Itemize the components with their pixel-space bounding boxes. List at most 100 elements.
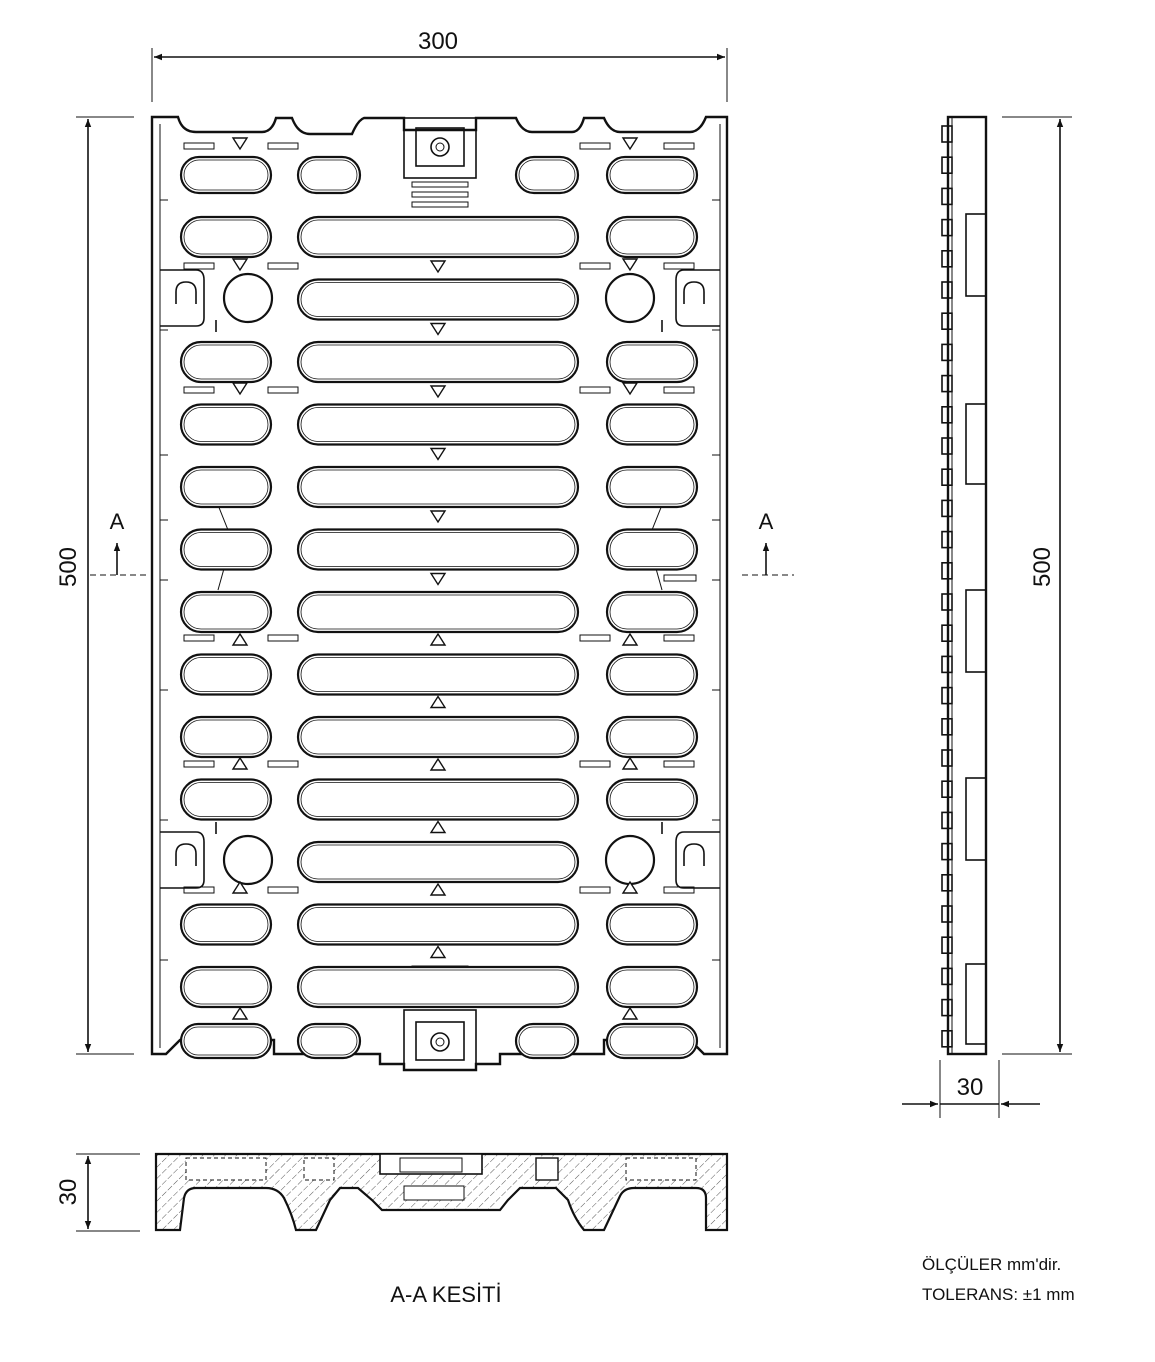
slot [179,653,273,696]
slot [605,778,699,821]
flow-triangle [231,1006,249,1020]
slot [296,278,580,321]
svg-text:A: A [110,509,125,534]
flow-triangle [429,820,447,834]
flow-triangle [231,756,249,770]
slot [605,155,699,195]
slot [605,340,699,384]
flow-triangle [429,447,447,461]
slot [296,840,580,884]
slot [179,465,273,509]
slot [296,965,580,1009]
grate-plan-view [150,115,729,1072]
round-hole [604,834,656,886]
flow-triangle [621,756,639,770]
slot [296,340,580,384]
section-depth-label: 30 [55,1179,82,1206]
flow-triangle [621,1006,639,1020]
slot [605,1022,699,1060]
slot [296,155,362,195]
flow-triangle [429,695,447,709]
flow-triangle [429,632,447,646]
flow-triangle [429,385,447,399]
slot [296,590,580,634]
slot [605,528,699,571]
side-depth-dimension: 30 [902,1060,1040,1118]
side-view [941,115,988,1056]
flow-triangle [621,880,639,894]
section-title: A-A KESİTİ [390,1282,501,1307]
slot [605,215,699,259]
slot [179,590,273,634]
section-a-a [154,1152,729,1232]
tolerance-note: TOLERANS: ±1 mm [922,1285,1075,1304]
slot [296,653,580,696]
slot [514,1022,580,1060]
slot [296,215,580,259]
slot [605,715,699,759]
slot [296,903,580,946]
flow-triangle [429,945,447,959]
flow-triangle [621,632,639,646]
slot [179,403,273,446]
round-hole [222,834,274,886]
flow-triangle [231,258,249,272]
top-clip [403,117,477,208]
section-marker-right: A [742,509,794,576]
flow-triangle [429,510,447,524]
slot [296,403,580,446]
slot [605,590,699,634]
slot [179,778,273,821]
round-hole [604,272,656,324]
left-height-label: 500 [55,547,82,587]
slot [296,715,580,759]
slot [605,465,699,509]
slot [296,465,580,509]
flow-triangle [621,258,639,272]
slot [179,965,273,1009]
hook-top-left [160,269,205,327]
flow-triangle [621,382,639,396]
slot [179,155,273,195]
slot [179,715,273,759]
round-hole [222,272,274,324]
flow-triangle [429,572,447,586]
slot [179,528,273,571]
flow-triangle [231,632,249,646]
right-height-label: 500 [1029,547,1056,587]
grate-slots [179,155,699,1060]
slot [296,778,580,821]
svg-text:A: A [759,509,774,534]
side-view-ribs [941,125,987,1048]
flow-triangle [429,757,447,771]
hook-top-right [675,269,720,327]
slot [514,155,580,195]
slot [296,528,580,571]
slot [605,653,699,696]
left-height-dimension: 500 [55,116,134,1055]
slot [605,903,699,946]
flow-triangle [429,322,447,336]
flow-triangle [231,137,249,151]
section-depth-dimension: 30 [55,1153,140,1232]
hook-bottom-right [675,831,720,889]
section-marker-left: A [90,509,146,576]
flow-triangle [429,260,447,274]
flow-triangle [231,880,249,894]
frame-tabs [160,142,720,961]
slot [179,1022,273,1060]
flow-triangle [621,137,639,151]
flow-triangle [429,882,447,896]
top-width-label: 300 [418,28,458,55]
slot [605,403,699,446]
slot [179,340,273,384]
top-width-dimension: 300 [151,28,728,102]
flow-markers [231,137,639,1020]
units-note: ÖLÇÜLER mm'dir. [922,1255,1061,1274]
right-height-dimension: 500 [1002,116,1072,1055]
slot [179,215,273,259]
slot [605,965,699,1009]
slot [179,903,273,946]
side-depth-label: 30 [957,1074,984,1101]
